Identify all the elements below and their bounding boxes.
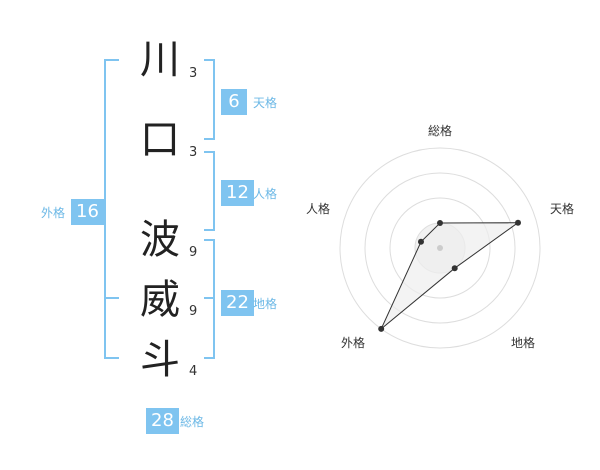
- tenkaku-label: 天格: [253, 96, 278, 110]
- radar-center-dot: [437, 245, 443, 251]
- radar-point: [451, 265, 458, 272]
- stroke-count-3: 9: [189, 245, 198, 260]
- radar-label-gaikaku: 外格: [341, 336, 366, 350]
- name-char-1: 川: [140, 37, 180, 83]
- radar-ring: [364, 172, 516, 324]
- stroke-count-2: 3: [189, 145, 198, 160]
- radar-point: [515, 219, 521, 226]
- radar-point: [418, 238, 424, 245]
- name-char-3: 波: [140, 217, 180, 263]
- soukaku-label: 総格: [180, 415, 205, 429]
- stroke-count-5: 4: [189, 364, 198, 379]
- gaikaku-label: 外格: [41, 206, 66, 220]
- soukaku-value-badge: 28: [146, 408, 179, 434]
- radar-label-jinkaku: 人格: [306, 202, 331, 216]
- name-char-4: 威: [140, 277, 180, 323]
- radar-points: [378, 219, 521, 332]
- radar-polygon: [380, 222, 520, 330]
- radar-label-soukaku: 総格: [428, 124, 453, 138]
- radar-label-tenkaku: 天格: [550, 202, 575, 216]
- radar-label-chikaku: 地格: [511, 336, 536, 350]
- chikaku-label: 地格: [253, 297, 278, 311]
- tenkaku-value-badge: 6: [221, 89, 247, 115]
- radar-ring: [339, 147, 541, 349]
- chikaku-value-badge: 22: [221, 290, 254, 316]
- gaikaku-bracket: [104, 59, 119, 359]
- stroke-count-4: 9: [189, 304, 198, 319]
- jinkaku-bracket: [204, 151, 215, 231]
- radar-point: [437, 220, 443, 226]
- gaikaku-value-badge: 16: [71, 199, 104, 225]
- tenkaku-bracket: [204, 59, 215, 140]
- name-char-5: 斗: [140, 337, 180, 383]
- jinkaku-value-badge: 12: [221, 180, 254, 206]
- radar-ring: [389, 197, 491, 299]
- jinkaku-label: 人格: [253, 187, 278, 201]
- stroke-count-1: 3: [189, 66, 198, 81]
- name-char-2: 口: [140, 117, 180, 163]
- radar-point: [378, 325, 385, 332]
